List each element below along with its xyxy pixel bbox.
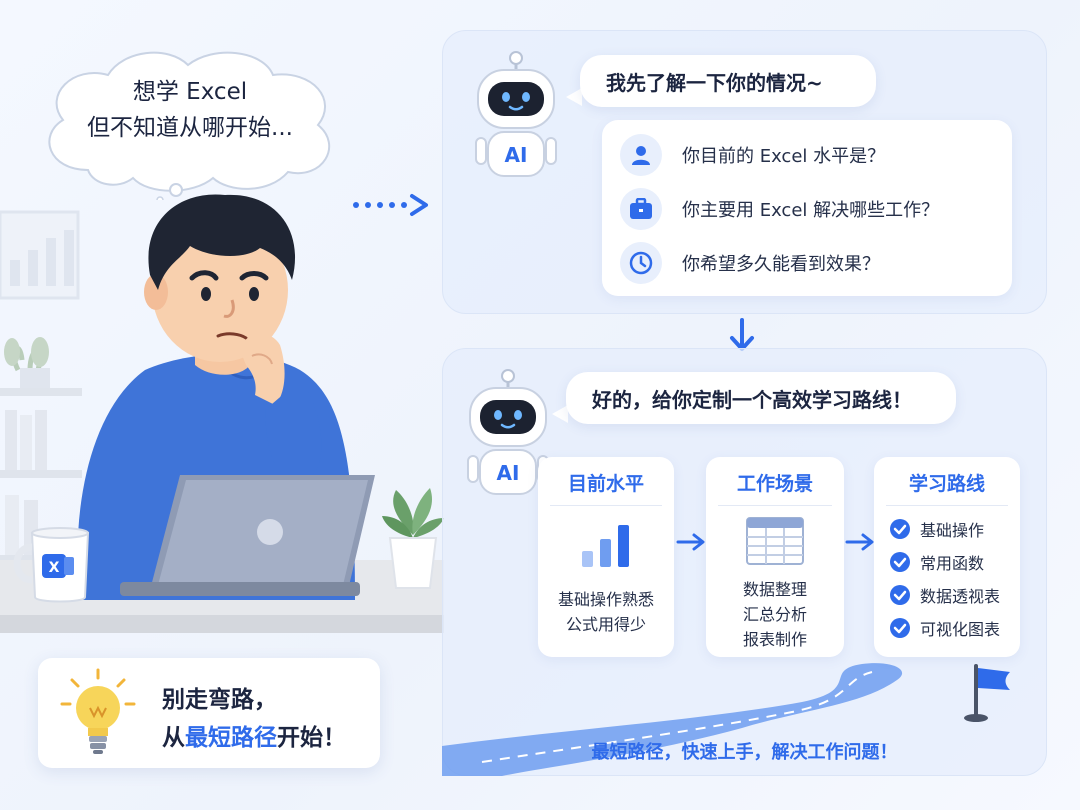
excel-mug: X — [13, 527, 90, 603]
card-body: 数据整理 汇总分析 报表制作 — [706, 577, 844, 652]
speech-bubble-ask: 我先了解一下你的情况~ — [580, 55, 876, 107]
card-title: 工作场景 — [736, 473, 813, 495]
card-divider — [718, 505, 832, 506]
question-row-work: 你主要用 Excel 解决哪些工作？ — [620, 186, 939, 232]
card-line: 公式用得少 — [565, 615, 646, 634]
bubble-tail — [566, 88, 582, 106]
robot-label: AI — [497, 461, 520, 485]
spreadsheet-icon — [746, 517, 804, 565]
speech-bubble-plan: 好的，给你定制一个高效学习路线！ — [566, 372, 956, 424]
path-item-label: 常用函数 — [920, 554, 985, 573]
footer-slogan: 最短路径，快速上手，解决工作问题！ — [591, 742, 898, 763]
card-title: 学习路线 — [908, 473, 985, 495]
path-item: 数据透视表 — [890, 583, 1000, 607]
thought-cloud — [48, 51, 331, 200]
lightbulb-icon — [60, 668, 136, 754]
bar-chart-icon — [582, 525, 629, 567]
tip-line-2: 从最短路径开始！ — [162, 718, 346, 752]
check-circle-icon — [890, 519, 910, 539]
card-line: 数据整理 — [742, 580, 807, 599]
path-item-label: 数据透视表 — [920, 587, 1001, 606]
arrow-right-icon — [676, 533, 705, 551]
check-circle-icon — [890, 585, 910, 605]
path-item-label: 基础操作 — [920, 521, 985, 540]
work-scenario-card: 工作场景 数据整理 汇总分析 报表制作 — [706, 457, 844, 657]
path-item: 可视化图表 — [890, 616, 1000, 640]
question-text: 你希望多久能看到效果？ — [682, 254, 880, 275]
path-road — [442, 663, 903, 776]
card-divider — [550, 505, 662, 506]
arrow-right-icon — [845, 533, 874, 551]
current-level-card: 目前水平 基础操作熟悉 公式用得少 — [538, 457, 674, 657]
question-row-time: 你希望多久能看到效果？ — [620, 240, 880, 286]
tip-line-2-suffix: 开始！ — [277, 725, 346, 751]
card-line: 汇总分析 — [742, 605, 807, 624]
card-title: 目前水平 — [567, 473, 644, 495]
check-circle-icon — [890, 552, 910, 572]
learning-path-card: 学习路线 基础操作 常用函数 数据透视表 可视化图表 — [874, 457, 1020, 657]
tip-line-1: 别走弯路， — [162, 687, 277, 713]
tip-line-2-prefix: 从 — [162, 725, 185, 751]
question-row-level: 你目前的 Excel 水平是？ — [620, 132, 885, 178]
thought-text: 想学 Excel 但不知道从哪开始... — [70, 74, 310, 146]
path-item-label: 可视化图表 — [920, 620, 1001, 639]
robot-label: AI — [505, 143, 528, 167]
question-text: 你目前的 Excel 水平是？ — [682, 146, 886, 167]
ai-robot-icon: AI — [475, 51, 557, 177]
wall-chart-frame — [0, 210, 80, 300]
path-item: 常用函数 — [890, 550, 984, 574]
ai-robot-icon: AI — [467, 369, 549, 495]
thought-line-2: 但不知道从哪开始... — [87, 115, 293, 141]
goal-flag-icon — [964, 664, 1010, 722]
dotted-arrow-right — [353, 194, 428, 216]
thought-line-1: 想学 Excel — [132, 79, 248, 105]
potted-plant — [382, 488, 444, 589]
clock-icon — [620, 242, 662, 284]
card-line: 基础操作熟悉 — [557, 590, 654, 609]
laptop — [120, 475, 375, 596]
check-circle-icon — [890, 618, 910, 638]
path-item: 基础操作 — [890, 517, 984, 541]
question-card: 你目前的 Excel 水平是？ 你主要用 Excel 解决哪些工作？ 你希望多久… — [602, 120, 1012, 296]
bubble-tail — [552, 405, 568, 423]
card-body: 基础操作熟悉 公式用得少 — [538, 587, 674, 637]
tip-highlight: 最短路径 — [185, 725, 277, 751]
card-line: 报表制作 — [742, 630, 807, 649]
briefcase-icon — [620, 188, 662, 230]
user-icon — [620, 134, 662, 176]
mug-logo-text: X — [49, 560, 60, 576]
card-divider — [886, 505, 1008, 506]
question-text: 你主要用 Excel 解决哪些工作？ — [682, 200, 940, 221]
